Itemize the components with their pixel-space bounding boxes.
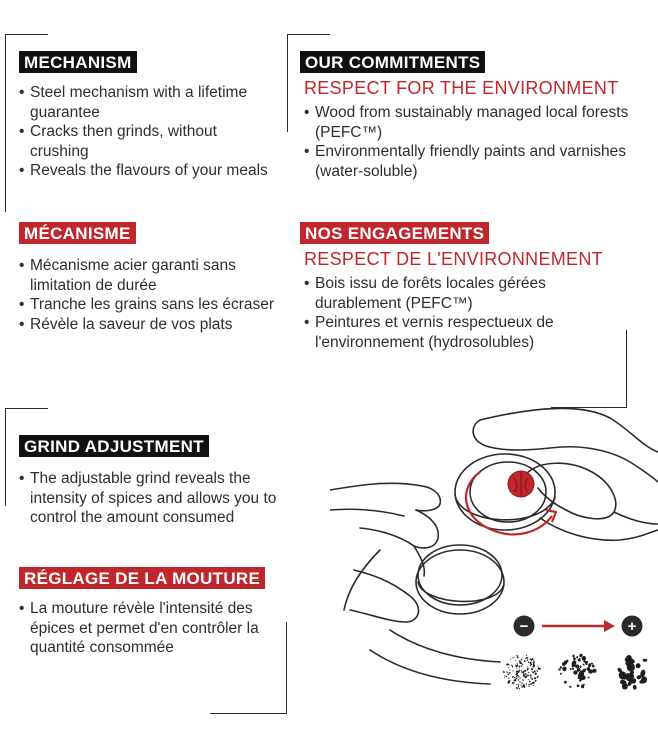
grind-list-fr: La mouture révèle l'intensité des épices…	[19, 599, 294, 658]
commitments-list-fr: Bois issu de forêts locales gérées durab…	[304, 274, 630, 352]
mechanism-item-en-2: Cracks then grinds, without crushing	[19, 122, 279, 161]
commitments-item-en-1: Wood from sustainably managed local fore…	[304, 103, 640, 142]
mechanism-item-en-3: Reveals the flavours of your meals	[19, 161, 279, 181]
mechanism-list-fr: Mécanisme acier garanti sans limitation …	[19, 256, 279, 334]
grind-scale-diagram: − +	[502, 615, 648, 690]
grind-item-fr-1: La mouture révèle l'intensité des épices…	[19, 599, 294, 658]
commitments-title-en: OUR COMMITMENTS	[300, 51, 486, 73]
commitments-section-fr: NOS ENGAGEMENTS RESPECT DE L'ENVIRONNEME…	[300, 222, 630, 352]
minus-symbol: −	[520, 618, 529, 635]
frame-corner-top-right-vertical	[287, 34, 288, 132]
mechanism-item-fr-2: Tranche les grains sans les écraser	[19, 295, 279, 315]
hand-adjusting-grinder-icon	[330, 407, 658, 685]
frame-corner-top-left-vertical	[5, 34, 6, 212]
mechanism-section-fr: MÉCANISME Mécanisme acier garanti sans l…	[19, 222, 279, 334]
commitments-item-fr-2: Peintures et vernis respectueux de l'env…	[304, 313, 630, 352]
mechanism-title-en: MECHANISM	[19, 51, 137, 73]
commitments-title-fr: NOS ENGAGEMENTS	[300, 222, 490, 244]
grind-list-en: The adjustable grind reveals the intensi…	[19, 469, 284, 528]
frame-divider-right-vertical	[626, 330, 627, 408]
mechanism-title-fr: MÉCANISME	[19, 222, 136, 244]
commitments-subtitle-en: RESPECT FOR THE ENVIRONMENT	[304, 78, 619, 98]
minus-icon: −	[513, 615, 535, 637]
frame-divider-right-horizontal	[551, 407, 627, 408]
frame-corner-bottom-horizontal	[210, 713, 287, 714]
frame-corner-mid-left-vertical	[5, 408, 6, 506]
grind-item-en-1: The adjustable grind reveals the intensi…	[19, 469, 284, 528]
mechanism-item-fr-3: Révèle la saveur de vos plats	[19, 315, 279, 335]
mechanism-item-en-1: Steel mechanism with a lifetime guarante…	[19, 83, 279, 122]
grind-section-fr: RÉGLAGE DE LA MOUTURE La mouture révèle …	[19, 567, 294, 658]
frame-corner-bottom-vertical	[286, 622, 287, 714]
mechanism-item-fr-1: Mécanisme acier garanti sans limitation …	[19, 256, 279, 295]
commitments-subtitle-fr: RESPECT DE L'ENVIRONNEMENT	[304, 249, 603, 269]
arrow-right-icon	[542, 620, 615, 632]
medium-grind-icon	[558, 653, 597, 689]
plus-icon: +	[621, 615, 643, 637]
commitments-section-en: OUR COMMITMENTS RESPECT FOR THE ENVIRONM…	[300, 51, 640, 181]
grind-title-fr: RÉGLAGE DE LA MOUTURE	[19, 567, 266, 589]
commitments-item-fr-1: Bois issu de forêts locales gérées durab…	[304, 274, 630, 313]
mechanism-section-en: MECHANISM Steel mechanism with a lifetim…	[19, 51, 279, 181]
commitments-item-en-2: Environmentally friendly paints and varn…	[304, 142, 640, 181]
fine-grind-icon	[502, 654, 541, 690]
plus-symbol: +	[628, 618, 637, 635]
mechanism-list-en: Steel mechanism with a lifetime guarante…	[19, 83, 279, 181]
frame-corner-top-left-horizontal	[5, 34, 48, 35]
frame-corner-top-right-horizontal	[287, 34, 330, 35]
grind-section-en: GRIND ADJUSTMENT The adjustable grind re…	[19, 435, 284, 528]
coarse-grind-icon	[617, 654, 648, 690]
grind-title-en: GRIND ADJUSTMENT	[19, 435, 209, 457]
frame-corner-mid-left-horizontal	[5, 408, 48, 409]
commitments-list-en: Wood from sustainably managed local fore…	[304, 103, 640, 181]
